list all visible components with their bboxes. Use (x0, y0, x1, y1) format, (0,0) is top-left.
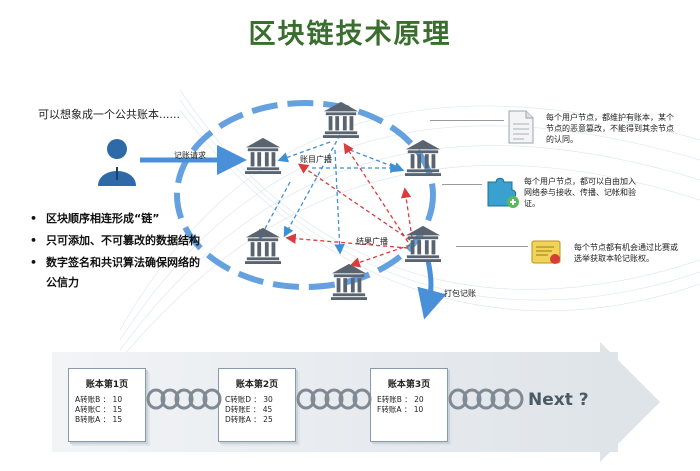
chain-link-icon (296, 388, 372, 410)
ledger-row: D转账A ： 25 (225, 415, 273, 424)
network-diagram (140, 100, 447, 320)
list-item-continuation: 公信力 (46, 276, 79, 289)
list-item: •数字签名和共识算法确保网络的 (30, 256, 200, 269)
chain-band (52, 352, 618, 452)
note-connector (442, 184, 482, 185)
certificate-icon (531, 240, 561, 264)
bank-icon-left (244, 137, 282, 174)
ledger-page-2: 账本第2页 C转账D ： 30 D转账E ： 45 D转账A ： 25 (218, 368, 296, 442)
subtitle: 可以想象成一个公共账本...... (38, 108, 180, 121)
package-label: 打包记账 (444, 289, 476, 298)
result-label: 结果广播 (356, 237, 388, 246)
ledger-row: E转账B ： 20 (377, 395, 424, 404)
note-connector (456, 246, 528, 247)
ledger-title: 账本第3页 (387, 380, 431, 390)
ledger-page-1: 账本第1页 A转账B ： 10 A转账C ： 15 B转账A ： 15 (68, 368, 146, 442)
document-icon (508, 110, 534, 144)
user-icon (98, 139, 136, 186)
ledger-row: A转账B ： 10 (75, 395, 123, 404)
ledger-row: F转账A ： 10 (377, 405, 424, 414)
ledger-row: A转账C ： 15 (75, 405, 123, 414)
feature-list: •区块顺序相连形成“链” •只可添加、不可篡改的数据结构 •数字签名和共识算法确… (30, 208, 240, 294)
note-consensus: 每个节点都有机会通过比赛或选举获取本轮记账权。 (574, 243, 678, 263)
bank-icon-bottom-left (244, 227, 282, 264)
ledger-row: C转账D ： 30 (225, 395, 273, 404)
puzzle-icon (487, 177, 519, 208)
chain-link-icon (448, 388, 524, 410)
ledger-title: 账本第1页 (85, 380, 129, 390)
page-title: 区块链技术原理 (248, 19, 452, 50)
request-label: 记账请求 (174, 151, 206, 160)
next-label: Next ? (528, 390, 589, 410)
chain-link-icon (146, 388, 222, 410)
note-join: 每个用户节点，都可以自由加入网络参与接收、传播、记帐和验证。 (524, 177, 636, 208)
ledger-row: B转账A ： 15 (75, 415, 123, 424)
list-item: •只可添加、不可篡改的数据结构 (30, 234, 200, 247)
note-ledger: 每个用户节点，都维护有账本，某个节点的恶意篡改，不能得到其余节点的认同。 (546, 113, 674, 144)
ledger-title: 账本第2页 (235, 380, 279, 390)
chain-arrow-head (600, 342, 660, 462)
note-connector (430, 120, 504, 121)
ledger-page-3: 账本第3页 E转账B ： 20 F转账A ： 10 (370, 368, 448, 442)
broadcast-label: 账目广播 (300, 155, 332, 164)
ledger-row: D转账E ： 45 (225, 405, 273, 414)
list-item: •区块顺序相连形成“链” (30, 212, 160, 225)
